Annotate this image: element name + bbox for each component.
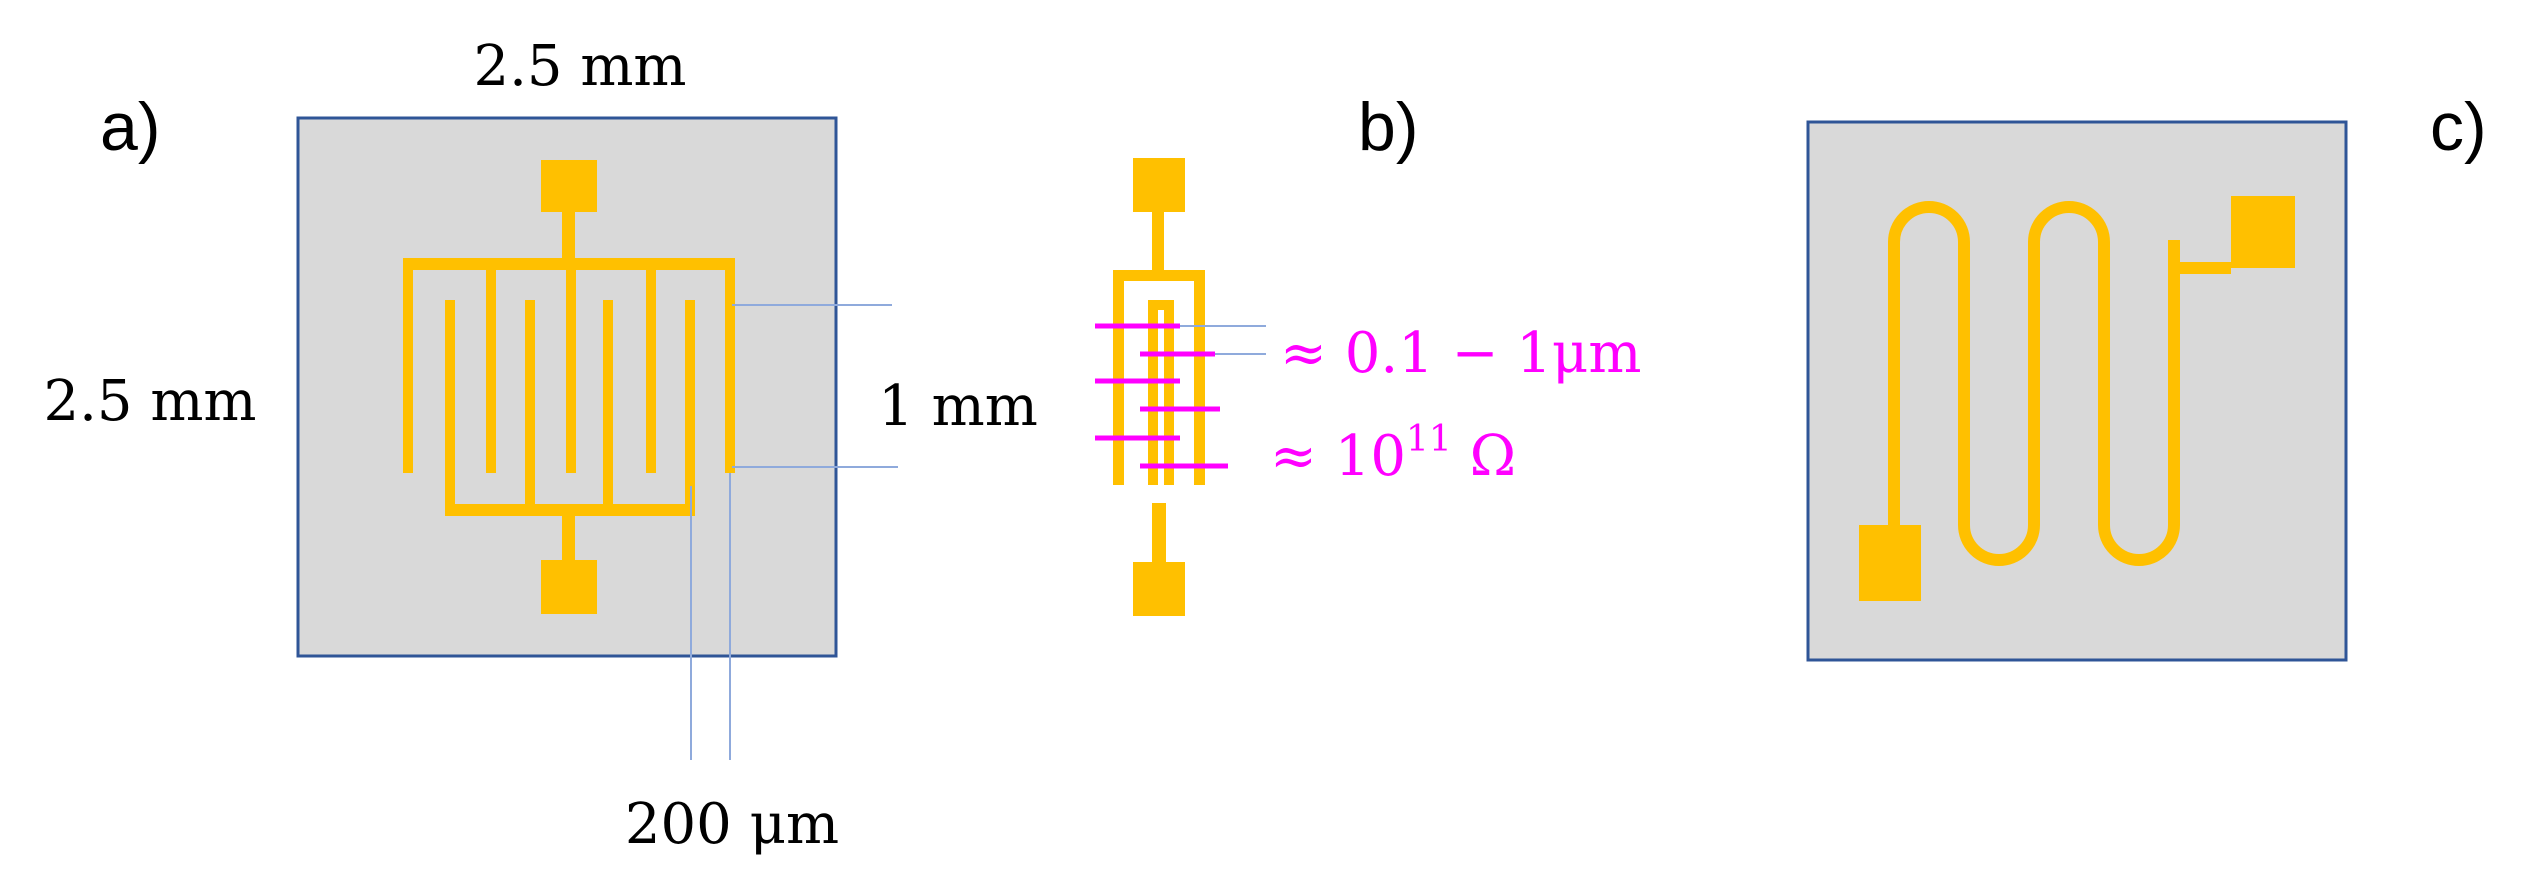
panel-b-top-stem: [1152, 212, 1164, 275]
panel-a-leader-lines: [690, 304, 898, 760]
panel-b-bottom-pad: [1133, 562, 1185, 616]
panel-a-top-finger: [646, 258, 656, 473]
panel-a-finger-spacing-label: 200 μm: [625, 792, 839, 857]
panel-a-top-finger: [725, 258, 735, 473]
panel-a-top-pad: [541, 160, 597, 212]
panel-b-inner-top: [1148, 300, 1174, 310]
panel-a-top-finger: [566, 258, 576, 473]
panel-b-resistance-label: ≈ 1011 Ω: [1270, 419, 1516, 489]
panel-a-electrodes: [403, 160, 735, 614]
panel-b-bottom-stem: [1152, 503, 1166, 565]
panel-b-resistance-unit: Ω: [1452, 424, 1516, 489]
panel-b-leader-lines: [1180, 325, 1266, 355]
panel-c-pad-bottom-left: [1859, 525, 1921, 601]
panel-a-top-stem: [562, 212, 575, 262]
panel-a-top-finger: [403, 258, 413, 473]
panel-b-frame-left: [1113, 270, 1124, 485]
panel-b-top-pad: [1133, 158, 1185, 212]
panel-c-letter: c): [2430, 89, 2487, 165]
panel-a: a): [43, 34, 1037, 857]
panel-b-letter: b): [1358, 89, 1418, 165]
panel-a-bottom-pad: [541, 560, 597, 614]
panel-b-frame-right: [1194, 270, 1205, 485]
panel-a-finger-length-label: 1 mm: [878, 374, 1038, 439]
panel-a-bottom-finger: [603, 300, 613, 514]
panel-a-bottom-finger: [445, 300, 455, 514]
panel-a-bottom-finger: [525, 300, 535, 514]
panel-b-inner-right: [1164, 300, 1174, 485]
panel-c-pad-top-right: [2231, 196, 2295, 268]
panel-c-meander-trace: [1888, 201, 2180, 570]
panel-b-gap-label: ≈ 0.1 − 1μm: [1280, 321, 1641, 386]
panel-c: c): [1806, 89, 2487, 662]
panel-b: b): [1095, 89, 1641, 616]
panel-b-gap-markers: [1095, 323, 1228, 469]
panel-b-resistance-prefix: ≈ 10: [1270, 424, 1406, 489]
panel-a-bottom-bus: [445, 504, 695, 516]
panel-a-width-label: 2.5 mm: [473, 34, 686, 99]
panel-a-bottom-stem: [562, 510, 575, 562]
panel-b-resistance-exponent: 11: [1406, 419, 1452, 460]
panel-c-pad-stem: [2174, 262, 2231, 274]
panel-b-frame-top: [1113, 270, 1205, 281]
panel-a-height-label: 2.5 mm: [43, 369, 256, 434]
panel-a-bottom-finger: [685, 300, 695, 514]
panel-b-inner-left: [1148, 300, 1158, 485]
panel-a-letter: a): [100, 89, 160, 165]
panel-a-top-finger: [486, 258, 496, 473]
panel-b-electrodes: [1113, 158, 1205, 616]
